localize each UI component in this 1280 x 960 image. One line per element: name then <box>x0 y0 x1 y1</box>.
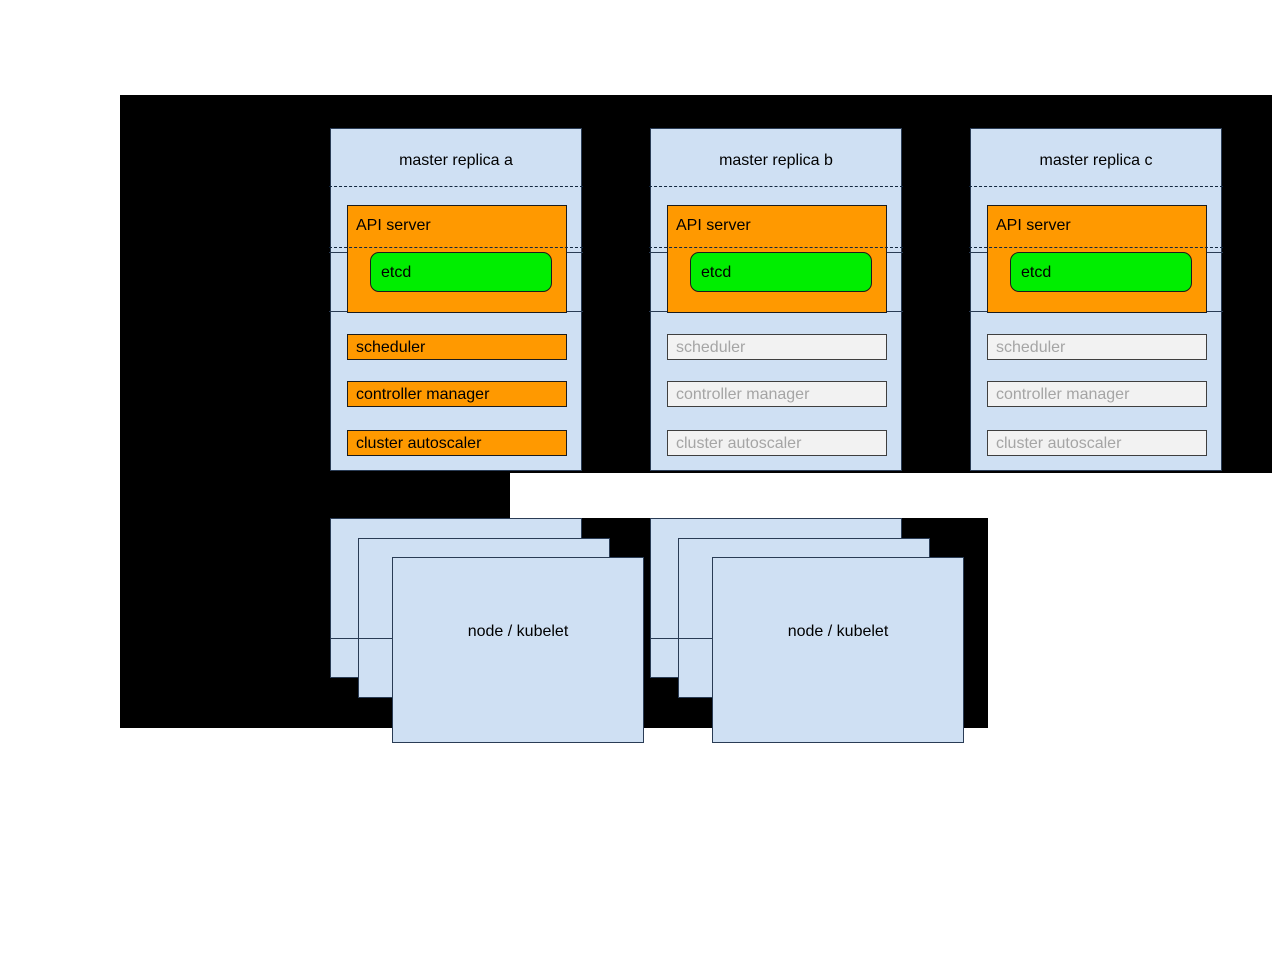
replica-c-etcd-label: etcd <box>1021 264 1052 281</box>
replica-c-scheduler-label: scheduler <box>996 339 1066 356</box>
node-stack-2-label: node / kubelet <box>787 623 889 640</box>
replica-a-etcd-label: etcd <box>381 264 412 281</box>
replica-a-controller-manager-label: controller manager <box>356 386 490 403</box>
replica-c-controller-manager-label: controller manager <box>996 386 1130 403</box>
replica-c-cluster-autoscaler-label: cluster autoscaler <box>996 435 1122 452</box>
node-stack-1-label: node / kubelet <box>467 623 569 640</box>
replica-c-etcd[interactable]: etcd <box>1010 252 1192 292</box>
replica-c-scheduler[interactable]: scheduler <box>987 334 1207 360</box>
replica-b-cluster-autoscaler[interactable]: cluster autoscaler <box>667 430 887 456</box>
replica-a-etcd[interactable]: etcd <box>370 252 552 292</box>
replica-b-divider-top <box>649 186 903 187</box>
master-replica-b-title: master replica b <box>719 152 833 169</box>
replica-c-controller-manager[interactable]: controller manager <box>987 381 1207 407</box>
master-replica-a-title: master replica a <box>399 152 513 169</box>
replica-a-cluster-autoscaler-label: cluster autoscaler <box>356 435 482 452</box>
replica-b-scheduler-label: scheduler <box>676 339 746 356</box>
node-card-front[interactable]: node / kubelet <box>712 557 964 743</box>
replica-b-api-server-label: API server <box>676 217 751 234</box>
replica-a-divider-api <box>329 247 583 248</box>
replica-c-api-server[interactable]: API server etcd <box>987 205 1207 313</box>
replica-b-etcd[interactable]: etcd <box>690 252 872 292</box>
master-replica-a[interactable]: master replica a API server etcd schedul… <box>329 128 583 471</box>
replica-a-divider-top <box>329 186 583 187</box>
replica-a-api-server[interactable]: API server etcd <box>347 205 567 313</box>
replica-a-cluster-autoscaler[interactable]: cluster autoscaler <box>347 430 567 456</box>
replica-b-api-server[interactable]: API server etcd <box>667 205 887 313</box>
node-card-front[interactable]: node / kubelet <box>392 557 644 743</box>
replica-a-api-server-label: API server <box>356 217 431 234</box>
replica-b-cluster-autoscaler-label: cluster autoscaler <box>676 435 802 452</box>
replica-c-divider-top <box>969 186 1223 187</box>
replica-b-scheduler[interactable]: scheduler <box>667 334 887 360</box>
replica-b-controller-manager[interactable]: controller manager <box>667 381 887 407</box>
replica-b-controller-manager-label: controller manager <box>676 386 810 403</box>
replica-c-divider-api <box>969 247 1223 248</box>
replica-a-scheduler-label: scheduler <box>356 339 426 356</box>
master-replica-c-title: master replica c <box>1039 152 1153 169</box>
replica-c-cluster-autoscaler[interactable]: cluster autoscaler <box>987 430 1207 456</box>
replica-b-etcd-label: etcd <box>701 264 732 281</box>
replica-a-scheduler[interactable]: scheduler <box>347 334 567 360</box>
master-replica-b[interactable]: master replica b API server etcd schedul… <box>649 128 903 471</box>
replica-c-api-server-label: API server <box>996 217 1071 234</box>
replica-a-controller-manager[interactable]: controller manager <box>347 381 567 407</box>
replica-b-divider-api <box>649 247 903 248</box>
master-replica-c[interactable]: master replica c API server etcd schedul… <box>969 128 1223 471</box>
